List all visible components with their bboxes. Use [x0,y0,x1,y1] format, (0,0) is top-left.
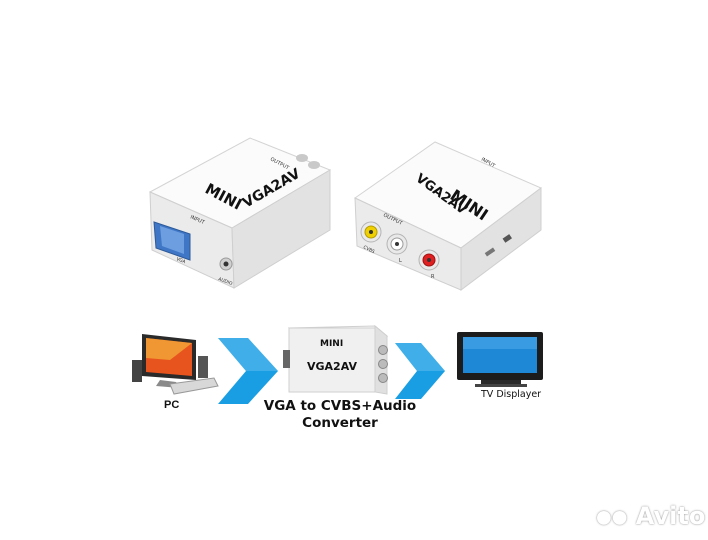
watermark-text: Avito [635,502,706,530]
avito-watermark: ●● Avito [596,502,705,530]
device-left-vga-label: VGA [175,256,187,265]
avito-logo-icon: ●● [596,506,628,528]
converter-model: VGA2AV [307,360,357,373]
converter-brand: MINI [320,339,343,349]
device-left-audio-label: AUDIO [217,276,233,287]
tv-label: TV Displayer [481,389,542,400]
device-right-l-label: L [399,258,402,264]
converter-illustration: MINI VGA2AV [283,324,389,395]
device-left-input-label: INPUT [189,214,206,226]
pc-illustration [132,334,219,395]
device-right-cvbs-label: CVBS [362,244,376,255]
device-right-photo: VGA2AV MINI OUTPUT INPUT CVBS L R [354,141,542,291]
device-left-photo: MINI VGA2AV INPUT OUTPUT VGA AUDIO [148,137,332,289]
arrow-right-icon [218,338,278,404]
device-right-r-label: R [431,274,435,280]
arrow-right-icon [395,343,445,399]
caption-line-2: Converter [302,415,378,431]
tv-illustration [457,332,543,387]
pc-label: PC [164,399,180,411]
diagram-caption: VGA to CVBS+Audio Converter [245,398,435,432]
caption-line-1: VGA to CVBS+Audio [263,398,417,414]
